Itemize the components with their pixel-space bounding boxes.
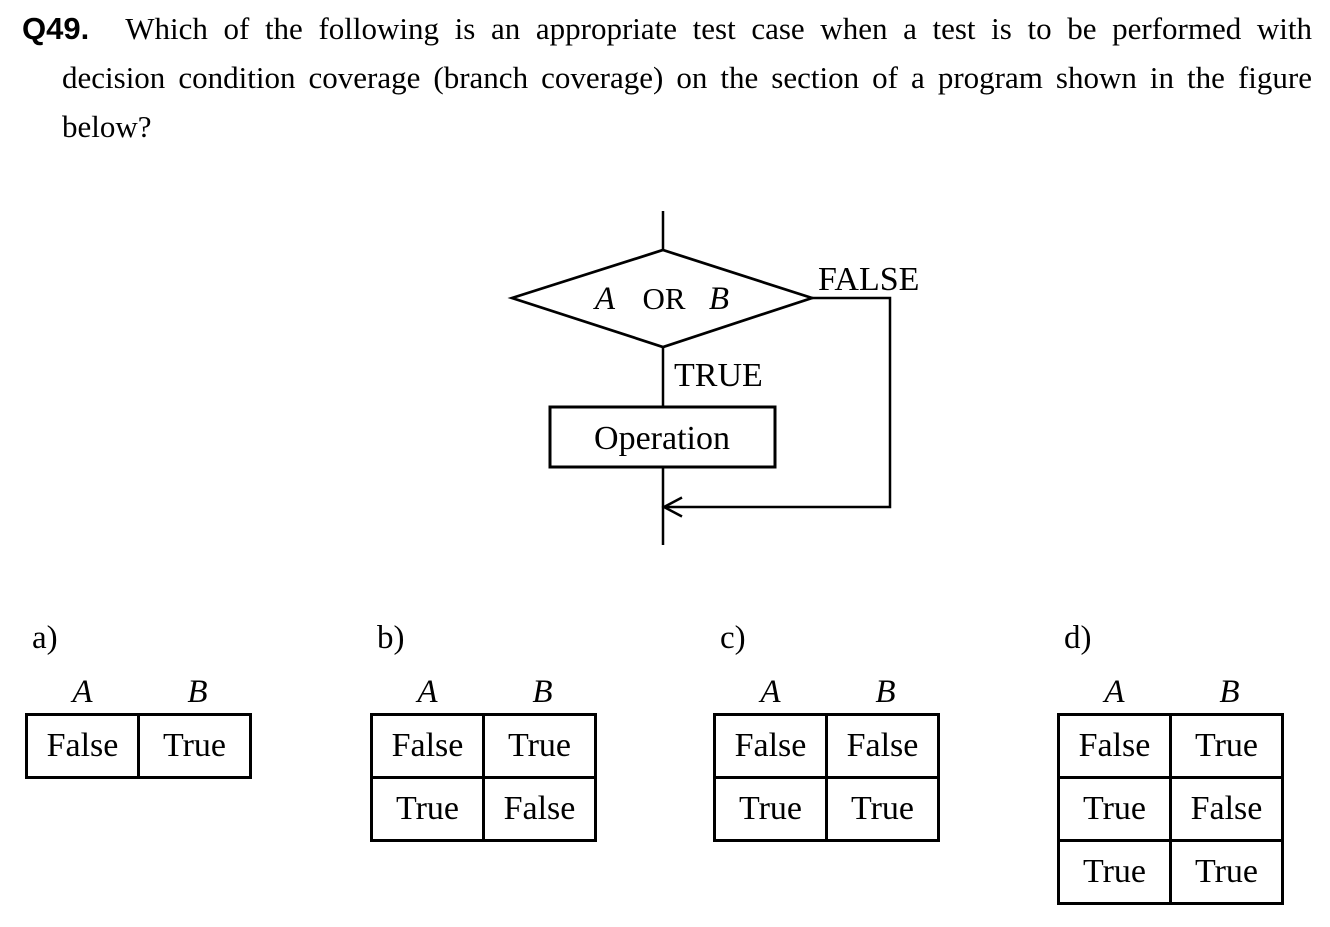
operation-label: Operation	[594, 420, 730, 457]
table-cell: False	[713, 713, 828, 779]
table-cell: True	[713, 776, 828, 842]
table-row: True True	[713, 776, 940, 842]
table-cell: False	[1057, 713, 1172, 779]
column-header-a: A	[417, 674, 438, 710]
question-line-1: Q49. Which of the following is an appropr…	[22, 4, 1312, 53]
truth-table-a: False True	[25, 713, 252, 779]
truth-table-d: False True True False True True	[1057, 713, 1284, 905]
column-header-a: A	[1104, 674, 1125, 710]
question-number: Q49.	[22, 11, 90, 46]
column-header-a: A	[72, 674, 93, 710]
option-d: d) A B False True True False True True	[1057, 619, 1287, 905]
option-c: c) A B False False True True	[713, 619, 943, 842]
column-header-b: B	[875, 674, 896, 710]
true-branch-label: TRUE	[674, 357, 763, 394]
diamond-condition-a: A	[593, 281, 616, 317]
column-header-b: B	[532, 674, 553, 710]
table-row: False False	[713, 713, 940, 779]
option-c-headers: A B	[713, 674, 943, 710]
table-cell: False	[370, 713, 485, 779]
table-cell: True	[1057, 839, 1172, 905]
false-branch-line	[666, 296, 892, 509]
table-row: True False	[1057, 776, 1284, 842]
option-b-headers: A B	[370, 674, 600, 710]
operation-box	[548, 405, 777, 469]
option-a-label: a)	[32, 620, 58, 656]
option-a: a) A B False True	[25, 619, 255, 779]
table-row: False True	[370, 713, 597, 779]
table-cell: True	[1057, 776, 1172, 842]
option-d-headers: A B	[1057, 674, 1287, 710]
table-cell: False	[825, 713, 940, 779]
table-cell: False	[1169, 776, 1284, 842]
column-header-b: B	[1219, 674, 1240, 710]
table-cell: True	[482, 713, 597, 779]
table-cell: True	[1169, 713, 1284, 779]
table-row: False True	[25, 713, 252, 779]
option-a-headers: A B	[25, 674, 255, 710]
table-cell: False	[482, 776, 597, 842]
table-cell: True	[370, 776, 485, 842]
option-b-label: b)	[377, 620, 405, 656]
truth-table-b: False True True False	[370, 713, 597, 842]
table-cell: True	[1169, 839, 1284, 905]
diamond-condition-b: B	[709, 281, 729, 317]
table-row: False True	[1057, 713, 1284, 779]
question-text-3: below?	[62, 109, 152, 144]
table-row: True True	[1057, 839, 1284, 905]
table-row: True False	[370, 776, 597, 842]
table-cell: False	[25, 713, 140, 779]
table-cell: True	[137, 713, 252, 779]
option-c-label: c)	[720, 620, 746, 656]
question-text-1: Which of the following is an appropriate…	[125, 11, 1312, 46]
false-branch-label: FALSE	[818, 261, 919, 298]
question-text-2: decision condition coverage (branch cove…	[62, 60, 1312, 95]
column-header-a: A	[760, 674, 781, 710]
option-b: b) A B False True True False	[370, 619, 600, 842]
column-header-b: B	[187, 674, 208, 710]
truth-table-c: False False True True	[713, 713, 940, 842]
diamond-condition-or: OR	[642, 281, 685, 316]
option-d-label: d)	[1064, 620, 1092, 656]
table-cell: True	[825, 776, 940, 842]
question-block: Q49. Which of the following is an appropr…	[22, 4, 1312, 151]
